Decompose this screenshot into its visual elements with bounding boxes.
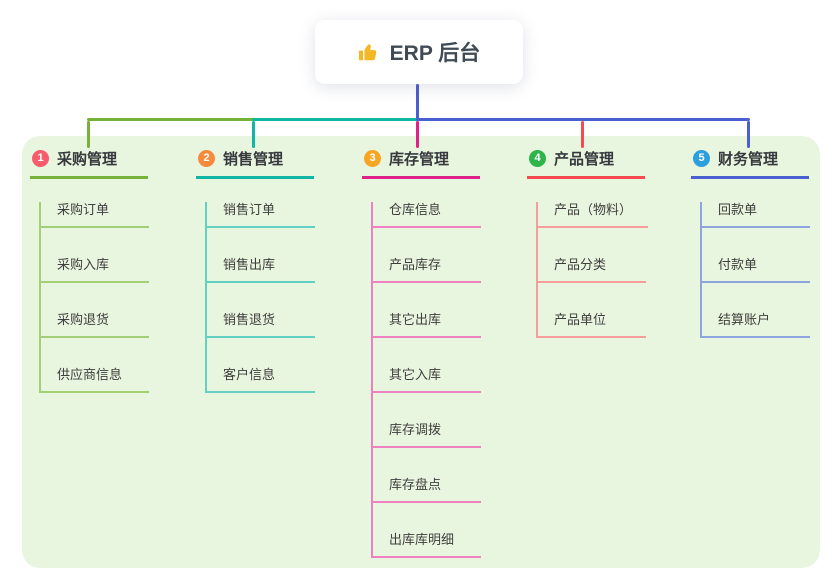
connector-line — [416, 121, 419, 148]
branch-children: 采购订单采购入库采购退货供应商信息 — [39, 202, 149, 393]
child-node[interactable]: 销售退货 — [207, 312, 315, 338]
child-node[interactable]: 采购退货 — [41, 312, 149, 338]
thumbs-up-icon — [358, 41, 380, 63]
connector-line — [416, 118, 750, 121]
child-node[interactable]: 回款单 — [702, 202, 810, 228]
branch-number-badge: 1 — [32, 150, 49, 167]
branch-column-2: 2 销售管理销售订单销售出库销售退货客户信息 — [196, 148, 315, 393]
branch-column-1: 1 采购管理采购订单采购入库采购退货供应商信息 — [30, 148, 149, 393]
child-node[interactable]: 出库库明细 — [373, 532, 481, 558]
connector-line — [87, 121, 90, 148]
child-node[interactable]: 产品单位 — [538, 312, 646, 338]
child-node[interactable]: 采购订单 — [41, 202, 149, 228]
child-node[interactable]: 客户信息 — [207, 367, 315, 393]
branch-number-badge: 2 — [198, 150, 215, 167]
child-node[interactable]: 结算账户 — [702, 312, 810, 338]
child-node[interactable]: 付款单 — [702, 257, 810, 283]
connector-line — [416, 84, 419, 121]
child-node[interactable]: 库存调拨 — [373, 422, 481, 448]
child-node[interactable]: 其它出库 — [373, 312, 481, 338]
branch-children: 产品（物料） 产品分类产品单位 — [536, 202, 649, 338]
root-node[interactable]: ERP 后台 — [315, 20, 523, 84]
branch-column-3: 3 库存管理仓库信息产品库存其它出库其它入库库存调拨库存盘点出库库明细 — [362, 148, 481, 558]
connector-line — [252, 118, 419, 121]
branch-node-2[interactable]: 2 销售管理 — [196, 148, 314, 179]
branch-node-3[interactable]: 3 库存管理 — [362, 148, 480, 179]
branch-children: 仓库信息产品库存其它出库其它入库库存调拨库存盘点出库库明细 — [371, 202, 481, 558]
branch-column-5: 5 财务管理回款单付款单结算账户 — [691, 148, 810, 338]
branch-number-badge: 4 — [529, 150, 546, 167]
child-node[interactable]: 产品（物料） — [538, 202, 649, 228]
branch-title: 库存管理 — [389, 151, 450, 168]
child-node[interactable]: 仓库信息 — [373, 202, 481, 228]
branch-node-5[interactable]: 5 财务管理 — [691, 148, 809, 179]
connector-line — [747, 121, 750, 148]
child-node[interactable]: 产品库存 — [373, 257, 481, 283]
connector-line — [87, 118, 255, 121]
child-node[interactable]: 供应商信息 — [41, 367, 149, 393]
child-node[interactable]: 采购入库 — [41, 257, 149, 283]
branch-children: 回款单付款单结算账户 — [700, 202, 810, 338]
connector-line — [252, 121, 255, 148]
branch-title: 销售管理 — [223, 151, 284, 168]
branch-number-badge: 3 — [364, 150, 381, 167]
branch-title: 采购管理 — [57, 151, 118, 168]
branch-title: 产品管理 — [554, 151, 615, 168]
child-node[interactable]: 其它入库 — [373, 367, 481, 393]
branch-node-1[interactable]: 1 采购管理 — [30, 148, 148, 179]
branch-column-4: 4 产品管理产品（物料） 产品分类产品单位 — [527, 148, 649, 338]
branch-title: 财务管理 — [718, 151, 779, 168]
child-node[interactable]: 销售出库 — [207, 257, 315, 283]
root-title: ERP 后台 — [389, 42, 481, 65]
child-node[interactable]: 产品分类 — [538, 257, 646, 283]
connector-line — [581, 121, 584, 148]
branch-number-badge: 5 — [693, 150, 710, 167]
child-node[interactable]: 销售订单 — [207, 202, 315, 228]
thumbs-up-path — [358, 44, 376, 61]
branches-panel — [22, 136, 820, 568]
branch-children: 销售订单销售出库销售退货客户信息 — [205, 202, 315, 393]
child-node[interactable]: 库存盘点 — [373, 477, 481, 503]
branch-node-4[interactable]: 4 产品管理 — [527, 148, 645, 179]
